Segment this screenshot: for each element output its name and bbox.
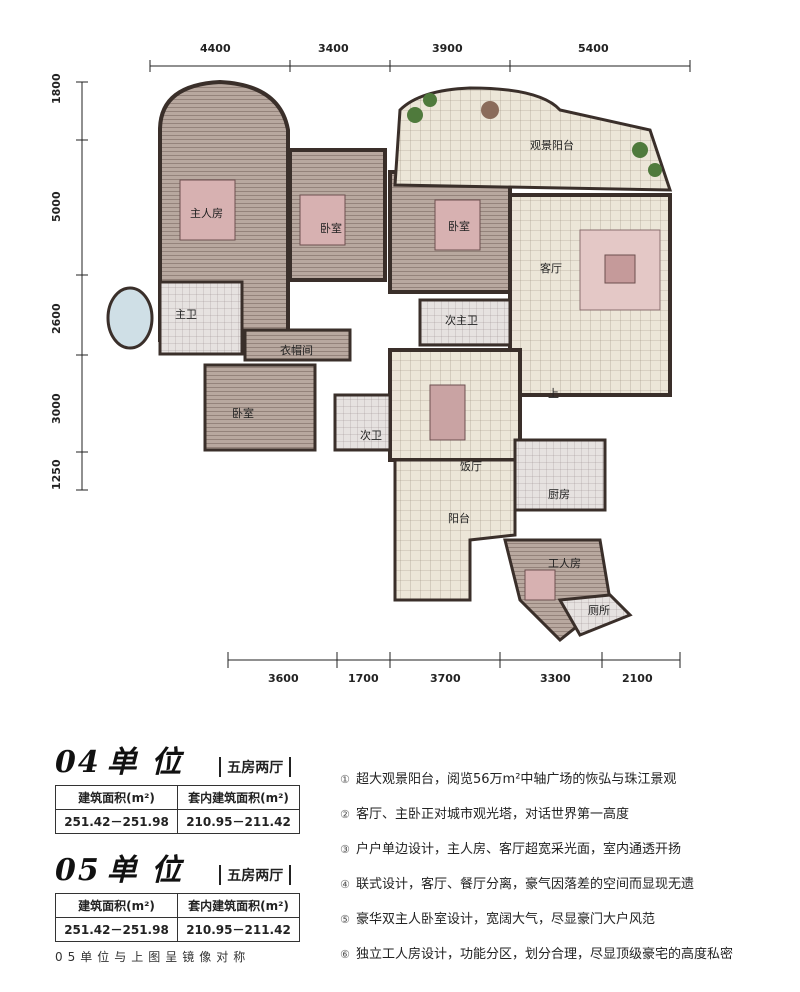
feature-number: ④ — [340, 878, 350, 891]
second-bath-floor — [418, 298, 512, 347]
room-label-kitchen: 厨房 — [548, 488, 570, 501]
room-label-bedroom-3: 卧室 — [232, 407, 254, 420]
unit-04-type: 五房两厅 — [219, 757, 292, 777]
bedroom-1-bed — [299, 194, 346, 246]
floor-plan-drawing — [76, 60, 691, 668]
feature-item: ⑥ 独立工人房设计，功能分区，划分合理，尽显顶级豪宅的高度私密 — [340, 943, 733, 978]
dim-bottom-2: 1700 — [348, 672, 379, 685]
unit-05-title-text: 单 位 — [106, 853, 184, 888]
dim-top-2: 3400 — [318, 42, 349, 55]
feature-item: ③ 户户单边设计，主人房、客厅超宽采光面，室内通透开扬 — [340, 838, 733, 873]
dim-bottom-1: 3600 — [268, 672, 299, 685]
feature-item: ⑤ 豪华双主人卧室设计，宽阔大气，尽显豪门大户风范 — [340, 908, 733, 943]
unit-05-mirror-note: 05单位与上图呈镜像对称 — [55, 950, 251, 964]
room-label-bedroom-2: 卧室 — [448, 220, 470, 233]
room-label-second-bath: 次主卫 — [445, 314, 478, 327]
dim-left-5: 1250 — [50, 459, 63, 490]
room-label-viewing-balcony: 观景阳台 — [530, 139, 574, 152]
unit-05-value-net: 210.95－211.42 — [177, 917, 300, 942]
feature-list: ① 超大观景阳台，阅览56万m²中轴广场的恢弘与珠江景观 ② 客厅、主卧正对城市观光… — [340, 768, 733, 978]
feature-text: 户户单边设计，主人房、客厅超宽采光面，室内通透开扬 — [356, 842, 682, 857]
dim-left-4: 3000 — [50, 393, 63, 424]
unit-05-number: 05 — [55, 853, 101, 888]
feature-number: ① — [340, 773, 350, 786]
room-label-maid-wc: 厕所 — [588, 604, 610, 617]
dim-top-4: 5400 — [578, 42, 609, 55]
unit-05-title: 05 单 位 五房两厅 — [55, 845, 300, 889]
master-bath-floor — [158, 280, 244, 356]
dim-top-3: 3900 — [432, 42, 463, 55]
unit-04-title-text: 单 位 — [106, 745, 184, 780]
bedroom-2-bed — [434, 199, 481, 251]
room-label-guest-wc: 次卫 — [360, 429, 382, 442]
room-label-dining-room: 饭厅 — [460, 460, 482, 473]
dim-bottom-3: 3700 — [430, 672, 461, 685]
bathtub — [106, 286, 154, 350]
unit-04-value-net: 210.95－211.42 — [177, 809, 300, 834]
balcony-plants — [407, 93, 662, 177]
room-label-master-bath: 主卫 — [175, 308, 197, 321]
unit-05-value-gross: 251.42－251.98 — [55, 917, 178, 942]
unit-05-area-table: 建筑面积(m²) 套内建筑面积(m²) 251.42－251.98 210.95… — [55, 893, 300, 942]
room-label-maid-room: 工人房 — [548, 557, 581, 570]
unit-05-header-gross: 建筑面积(m²) — [55, 893, 178, 918]
room-label-balcony: 阳台 — [448, 512, 470, 525]
top-dimension-line — [149, 60, 691, 72]
left-dimension-line — [76, 81, 88, 491]
unit-04-number: 04 — [55, 745, 101, 780]
bedroom-3-floor — [203, 363, 317, 452]
dining-table — [429, 384, 466, 441]
unit-05-header-net: 套内建筑面积(m²) — [177, 893, 300, 918]
unit-05-block: 05 单 位 五房两厅 建筑面积(m²) 套内建筑面积(m²) 251.42－2… — [55, 845, 300, 965]
dim-bottom-4: 3300 — [540, 672, 571, 685]
dim-left-1: 1800 — [50, 73, 63, 104]
room-label-bedroom-1: 卧室 — [320, 222, 342, 235]
feature-text: 客厅、主卧正对城市观光塔，对话世界第一高度 — [356, 807, 630, 822]
unit-04-title: 04 单 位 五房两厅 — [55, 737, 300, 781]
feature-text: 超大观景阳台，阅览56万m²中轴广场的恢弘与珠江景观 — [356, 772, 677, 787]
closet-floor — [243, 328, 352, 362]
room-label-up-mark: 上 — [548, 387, 559, 400]
unit-04-area-table: 建筑面积(m²) 套内建筑面积(m²) 251.42－251.98 210.95… — [55, 785, 300, 834]
feature-item: ④ 联式设计，客厅、餐厅分离，豪气因落差的空间而显现无遗 — [340, 873, 733, 908]
dim-bottom-5: 2100 — [622, 672, 653, 685]
maid-bed — [524, 569, 556, 601]
unit-04-block: 04 单 位 五房两厅 建筑面积(m²) 套内建筑面积(m²) 251.42－2… — [55, 737, 300, 834]
dim-left-2: 5000 — [50, 191, 63, 222]
feature-text: 豪华双主人卧室设计，宽阔大气，尽显豪门大户风范 — [356, 912, 656, 927]
bottom-dimension-line — [227, 652, 681, 668]
feature-number: ⑥ — [340, 948, 350, 961]
feature-number: ⑤ — [340, 913, 350, 926]
room-label-closet: 衣帽间 — [280, 344, 313, 357]
room-label-master-bedroom: 主人房 — [190, 207, 223, 220]
floor-plan: 4400 3400 3900 5400 3600 1700 3700 3300 … — [50, 42, 691, 685]
unit-04-header-gross: 建筑面积(m²) — [55, 785, 178, 810]
feature-number: ② — [340, 808, 350, 821]
feature-text: 独立工人房设计，功能分区，划分合理，尽显顶级豪宅的高度私密 — [356, 947, 734, 962]
dim-top-1: 4400 — [200, 42, 231, 55]
feature-text: 联式设计，客厅、餐厅分离，豪气因落差的空间而显现无遗 — [356, 877, 695, 892]
feature-item: ② 客厅、主卧正对城市观光塔，对话世界第一高度 — [340, 803, 733, 838]
room-label-living-room: 客厅 — [540, 262, 562, 275]
master-bed — [179, 179, 236, 241]
lower-balcony-floor — [393, 458, 517, 602]
kitchen-floor — [513, 438, 607, 512]
coffee-table — [604, 254, 636, 284]
unit-04-value-gross: 251.42－251.98 — [55, 809, 178, 834]
feature-item: ① 超大观景阳台，阅览56万m²中轴广场的恢弘与珠江景观 — [340, 768, 733, 803]
feature-number: ③ — [340, 843, 350, 856]
maid-wc-floor — [557, 593, 633, 637]
unit-04-header-net: 套内建筑面积(m²) — [177, 785, 300, 810]
unit-05-type: 五房两厅 — [219, 865, 292, 885]
guest-wc-floor — [333, 393, 392, 452]
dim-left-3: 2600 — [50, 303, 63, 334]
viewing-balcony-floor — [393, 86, 673, 192]
